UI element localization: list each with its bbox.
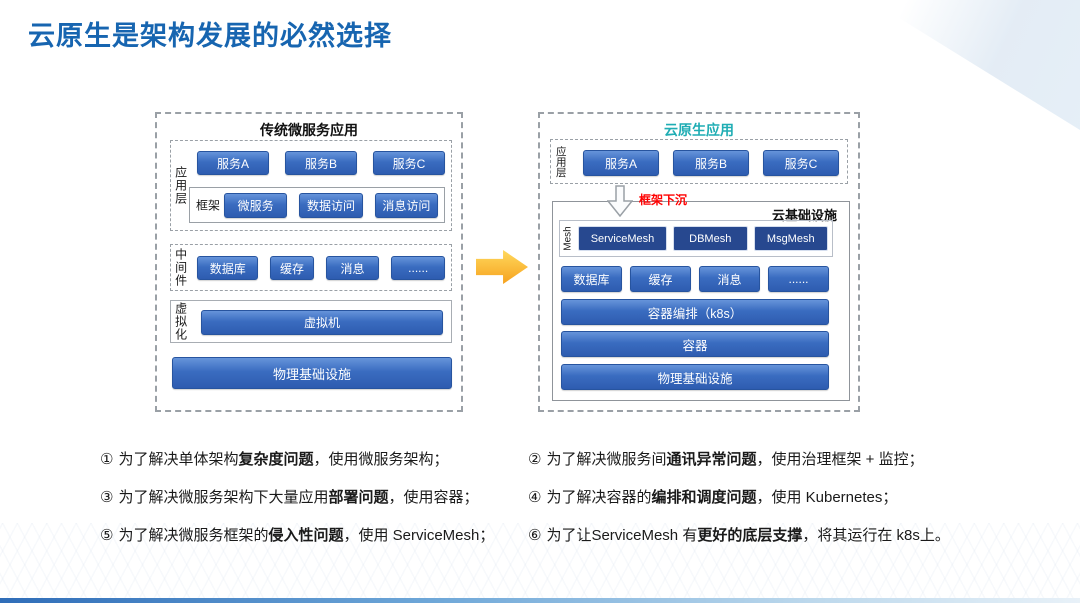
database-box: 数据库 bbox=[197, 256, 259, 280]
note-1-bold: 复杂度问题 bbox=[238, 451, 314, 468]
note-6-number: ⑥ bbox=[528, 527, 542, 544]
servicemesh-box: ServiceMesh bbox=[578, 226, 667, 251]
framework-items-row: 微服务 数据访问 消息访问 bbox=[224, 193, 438, 218]
note-3-text: 为了解决微服务架构下大量应用 bbox=[118, 489, 329, 506]
note-2-number: ② bbox=[528, 451, 542, 468]
note-2-text: 为了解决微服务间 bbox=[546, 451, 667, 468]
traditional-architecture-panel: 传统微服务应用 应用层 服务A 服务B 服务C 框架 微服务 数据访问 消息访问 bbox=[155, 112, 463, 412]
right-physical-infra-box: 物理基础设施 bbox=[561, 364, 829, 390]
service-c-box: 服务C bbox=[373, 151, 445, 175]
cache-box: 缓存 bbox=[630, 266, 691, 292]
right-app-layer-label: 应用层 bbox=[554, 145, 567, 178]
ellipsis-box: ...... bbox=[768, 266, 829, 292]
cache-box: 缓存 bbox=[270, 256, 314, 280]
left-app-layer-label-strip: 应用层 bbox=[171, 141, 189, 230]
corner-decoration bbox=[870, 0, 1080, 130]
note-5-bold: 侵入性问题 bbox=[268, 527, 344, 544]
left-services-row: 服务A 服务B 服务C bbox=[197, 151, 445, 175]
orchestration-k8s-box: 容器编排（k8s） bbox=[561, 299, 829, 325]
mesh-label-strip: Mesh bbox=[560, 221, 576, 256]
dbmesh-box: DBMesh bbox=[673, 226, 748, 251]
note-3-bold: 部署问题 bbox=[328, 489, 389, 506]
service-a-box: 服务A bbox=[197, 151, 269, 175]
right-app-layer-label-strip: 应用层 bbox=[551, 140, 569, 183]
down-arrow-icon bbox=[606, 185, 634, 218]
virtualization-box: 虚拟化 虚拟机 bbox=[170, 300, 452, 343]
note-6-tail: ，将其运行在 k8s上。 bbox=[802, 527, 950, 544]
service-b-box: 服务B bbox=[673, 150, 749, 176]
note-4-tail: ，使用 Kubernetes； bbox=[756, 489, 898, 506]
message-access-box: 消息访问 bbox=[374, 193, 438, 218]
cloud-native-panel: 云原生应用 应用层 服务A 服务B 服务C 框架下沉 云基础设施 Mesh bbox=[538, 112, 860, 412]
bottom-pattern-decoration bbox=[0, 523, 1080, 603]
right-middleware-row: 数据库 缓存 消息 ...... bbox=[561, 266, 829, 292]
note-5-text: 为了解决微服务框架的 bbox=[118, 527, 269, 544]
bottom-accent-bar bbox=[0, 598, 1080, 603]
service-c-box: 服务C bbox=[763, 150, 839, 176]
note-5-number: ⑤ bbox=[100, 527, 114, 544]
framework-label: 框架 bbox=[196, 198, 221, 213]
virtualization-label: 虚拟化 bbox=[173, 302, 188, 341]
cloud-infra-label: 云基础设施 bbox=[771, 208, 837, 223]
note-4-bold: 编排和调度问题 bbox=[651, 489, 757, 506]
note-3-number: ③ bbox=[100, 489, 114, 506]
note-4-number: ④ bbox=[528, 489, 542, 506]
framework-box: 框架 微服务 数据访问 消息访问 bbox=[189, 187, 445, 223]
note-1-number: ① bbox=[100, 451, 114, 468]
note-2-tail: ，使用治理框架 + 监控； bbox=[756, 451, 924, 468]
note-2-bold: 通讯异常问题 bbox=[666, 451, 757, 468]
mesh-box: Mesh ServiceMesh DBMesh MsgMesh bbox=[559, 220, 833, 257]
database-box: 数据库 bbox=[561, 266, 622, 292]
note-4-text: 为了解决容器的 bbox=[546, 489, 652, 506]
framework-sink-label: 框架下沉 bbox=[639, 193, 688, 207]
left-middleware-label: 中间件 bbox=[173, 248, 188, 287]
message-box: 消息 bbox=[699, 266, 760, 292]
note-5-tail: ，使用 ServiceMesh； bbox=[343, 527, 495, 544]
left-app-layer-box: 应用层 服务A 服务B 服务C 框架 微服务 数据访问 消息访问 bbox=[170, 140, 452, 231]
right-arrow-icon bbox=[476, 250, 528, 284]
microservice-box: 微服务 bbox=[224, 193, 288, 218]
left-app-layer-label: 应用层 bbox=[173, 166, 188, 205]
right-services-row: 服务A 服务B 服务C bbox=[583, 150, 839, 176]
right-panel-title: 云原生应用 bbox=[664, 122, 734, 138]
right-app-layer-box: 应用层 服务A 服务B 服务C bbox=[550, 139, 848, 184]
note-6-bold: 更好的底层支撑 bbox=[697, 527, 803, 544]
left-physical-infra-box: 物理基础设施 bbox=[172, 357, 452, 389]
container-box: 容器 bbox=[561, 331, 829, 357]
service-b-box: 服务B bbox=[285, 151, 357, 175]
note-1-tail: ，使用微服务架构； bbox=[313, 451, 449, 468]
left-panel-title: 传统微服务应用 bbox=[260, 122, 358, 138]
msgmesh-box: MsgMesh bbox=[753, 226, 828, 251]
mesh-items-row: ServiceMesh DBMesh MsgMesh bbox=[578, 226, 828, 251]
message-box: 消息 bbox=[325, 256, 380, 280]
page-title: 云原生是架构发展的必然选择 bbox=[28, 21, 392, 51]
vm-box: 虚拟机 bbox=[201, 310, 443, 335]
left-middleware-row: 数据库 缓存 消息 ...... bbox=[197, 256, 445, 280]
note-6-text: 为了让ServiceMesh 有 bbox=[546, 527, 698, 544]
cloud-infra-box: 云基础设施 Mesh ServiceMesh DBMesh MsgMesh 数据… bbox=[552, 201, 850, 401]
note-1-text: 为了解决单体架构 bbox=[118, 451, 239, 468]
virtualization-label-strip: 虚拟化 bbox=[171, 301, 189, 342]
left-middleware-box: 中间件 数据库 缓存 消息 ...... bbox=[170, 244, 452, 291]
ellipsis-box: ...... bbox=[391, 256, 445, 280]
mesh-label: Mesh bbox=[562, 226, 574, 251]
data-access-box: 数据访问 bbox=[299, 193, 363, 218]
note-3-tail: ，使用容器； bbox=[388, 489, 479, 506]
left-middleware-label-strip: 中间件 bbox=[171, 245, 189, 290]
service-a-box: 服务A bbox=[583, 150, 659, 176]
